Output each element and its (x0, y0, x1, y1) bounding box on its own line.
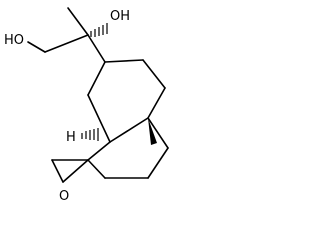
molecule-structure: OH HO H O (4, 7, 169, 204)
hashed-wedge-oh (90, 23, 108, 37)
label-h-ring-fusion: H (66, 130, 76, 145)
bond-ring2-a (147, 117, 169, 149)
label-oh-primary: HO (4, 33, 24, 48)
bond-ring1-fusion (109, 117, 149, 143)
bond-ring1-e (87, 61, 106, 96)
bond-ho-ch2 (27, 41, 46, 53)
bold-wedge-methyl (148, 118, 157, 145)
label-o-epoxide: O (59, 189, 69, 204)
bond-ring1-a (104, 59, 144, 63)
bond-epoxide-o-c (51, 159, 64, 183)
label-oh-tertiary: OH (110, 9, 130, 24)
bond-ring2-b (147, 147, 169, 179)
bond-epoxide-o-spiro (62, 159, 89, 183)
bond-ch2-quaternary (44, 34, 89, 53)
bond-ring1-b (142, 59, 166, 89)
bond-quaternary-ring (87, 34, 106, 63)
bond-quaternary-methyl (67, 7, 89, 36)
bond-ring2-e (87, 141, 111, 161)
bond-ring1-c (147, 87, 166, 119)
bond-ring1-d (87, 94, 111, 143)
hashed-wedge-h (81, 128, 99, 141)
bond-ring2-d (87, 159, 106, 179)
